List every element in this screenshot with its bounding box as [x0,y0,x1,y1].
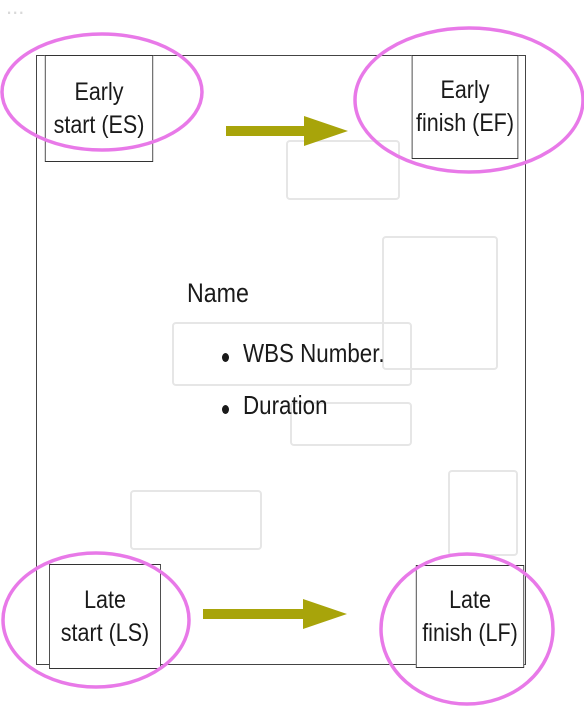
bullet-item-duration: Duration [222,390,341,421]
bullet-text: Duration [243,390,328,420]
background-ghost-text: ... [6,0,25,19]
early-start-cell: Early start (ES) [44,55,154,162]
late-finish-line1: Late [449,585,491,614]
late-finish-cell: Late finish (LF) [415,565,525,668]
early-finish-line2: finish (EF) [416,109,514,137]
late-start-line1: Late [84,585,126,614]
bullet-dot-icon [222,405,229,414]
late-finish-line2: finish (LF) [422,618,518,647]
early-start-line1: Early [74,77,124,106]
activity-name-label: Name [187,278,249,308]
bullet-item-wbs: WBS Number. [222,338,408,369]
early-finish-line1: Early [440,76,490,104]
background-ghost-shape [172,322,412,386]
background-ghost-shape [382,236,498,370]
background-ghost-shape [130,490,262,550]
late-start-line2: start (LS) [60,618,150,647]
bullet-text: WBS Number. [243,338,385,368]
early-finish-cell: Early finish (EF) [411,55,519,159]
background-ghost-shape [290,402,412,446]
early-start-line2: start (ES) [53,110,145,139]
activity-node-box [36,55,526,665]
late-start-cell: Late start (LS) [49,564,161,669]
bullet-dot-icon [222,353,229,362]
